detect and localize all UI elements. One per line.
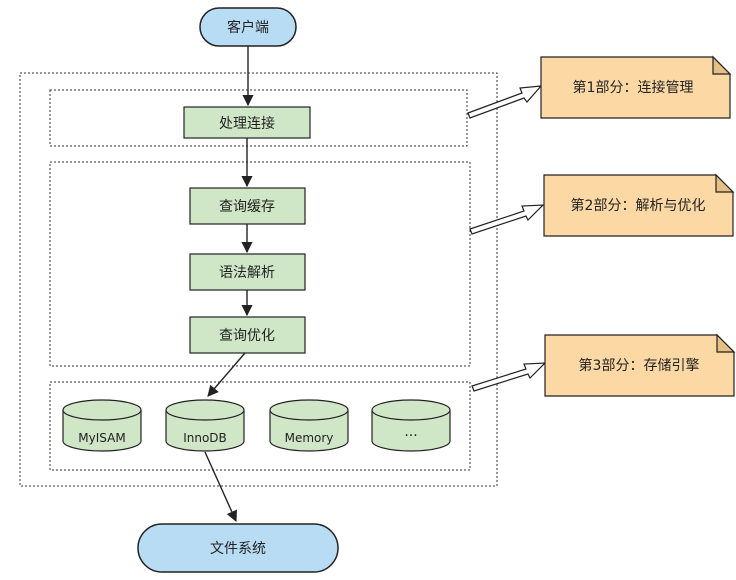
connection-step: 处理连接 [183,106,311,139]
storage-engine-layer [49,381,471,471]
engine-innodb: InnoDB [165,399,245,452]
note-part3-label: 第3部分：存储引擎 [579,357,700,374]
engine-myisam: MyISAM [62,399,142,452]
note-part1: 第1部分：连接管理 [540,55,732,119]
parse-step-label: 语法解析 [219,265,275,281]
filesystem-node: 文件系统 [137,523,339,573]
engine-myisam-label: MyISAM [78,431,125,445]
optimize-step: 查询优化 [189,316,306,354]
note-part2: 第2部分：解析与优化 [543,173,735,237]
note-part3: 第3部分：存储引擎 [544,333,736,397]
engine-memory-label: Memory [285,431,334,445]
connection-layer [49,89,468,147]
arrow-innodb-to-filesystem [204,451,237,523]
query-cache-step: 查询缓存 [189,187,306,225]
hollow-arrow-part3 [471,362,547,392]
note-part2-label: 第2部分：解析与优化 [571,197,706,214]
hollow-arrow-part2 [469,204,545,235]
client-node: 客户端 [199,7,297,47]
note-part1-label: 第1部分：连接管理 [573,79,694,96]
connection-step-label: 处理连接 [219,115,275,132]
query-cache-step-label: 查询缓存 [219,199,275,215]
hollow-arrow-part1 [467,85,543,119]
arrow-optimize-to-innodb [207,352,246,397]
server-boundary [19,72,498,487]
engine-more-label: ··· [404,428,417,444]
parse-optimize-layer [49,161,471,367]
filesystem-label: 文件系统 [210,541,266,557]
engine-innodb-label: InnoDB [183,431,227,445]
engine-memory: Memory [269,399,349,452]
engine-more: ··· [371,399,451,452]
parse-step: 语法解析 [189,253,306,291]
optimize-step-label: 查询优化 [219,328,275,344]
client-label: 客户端 [227,19,269,36]
